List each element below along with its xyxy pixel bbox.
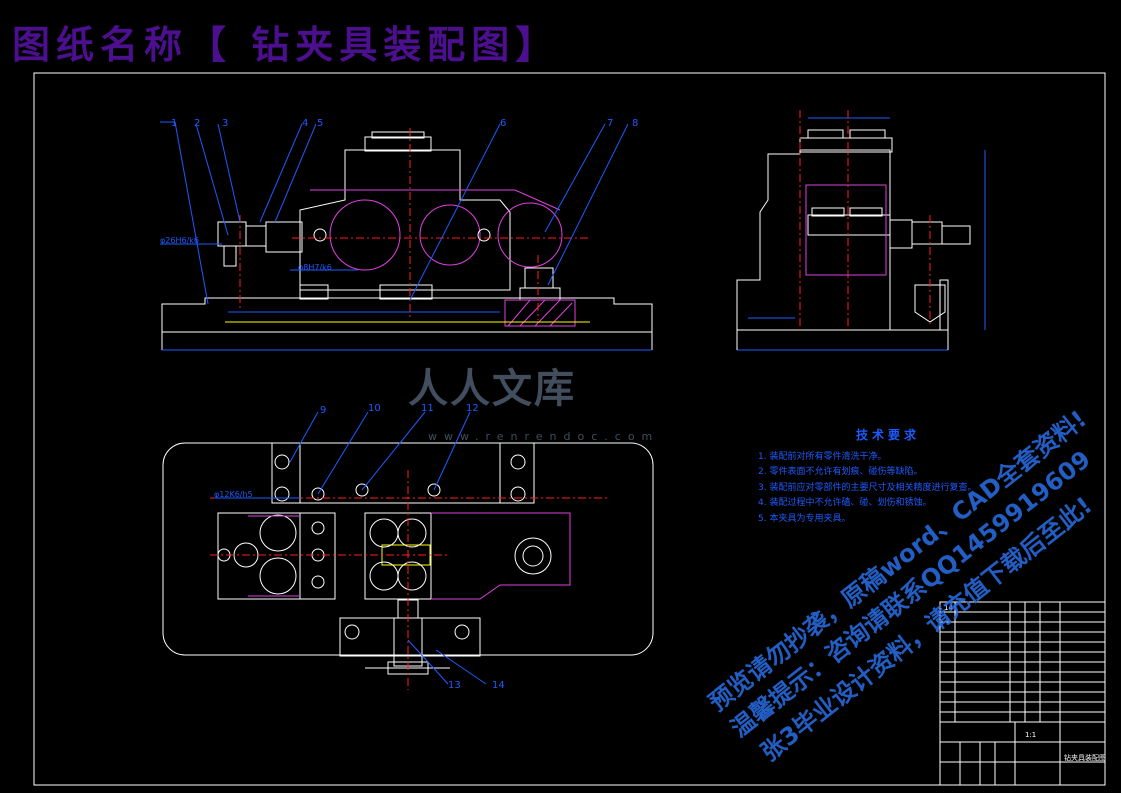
- title-block-sheet-index: 14: [944, 604, 953, 612]
- fit-label-f1: φ26H6/k6: [160, 236, 199, 245]
- part-number-14: 14: [492, 680, 505, 691]
- watermark-url: www.renrendoc.com: [428, 430, 660, 443]
- tech-requirement-item: 5. 本夹具为专用夹具。: [758, 513, 851, 524]
- part-number-12: 12: [466, 403, 479, 414]
- part-number-7: 7: [607, 118, 613, 129]
- title-block: [939, 601, 1106, 786]
- part-number-3: 3: [222, 118, 228, 129]
- tech-requirement-item: 1. 装配前对所有零件清洗干净。: [758, 451, 887, 462]
- part-number-13: 13: [448, 680, 461, 691]
- part-number-8: 8: [632, 118, 638, 129]
- top-view: [162, 442, 654, 690]
- fit-label-f2: φ8H7/k6: [298, 263, 332, 272]
- sheet-border: [33, 72, 1106, 786]
- part-number-11: 11: [421, 403, 434, 414]
- part-number-5: 5: [317, 118, 323, 129]
- side-view: [736, 110, 986, 351]
- part-number-4: 4: [302, 118, 308, 129]
- part-number-2: 2: [194, 118, 200, 129]
- title-block-drawing-name: 钻夹具装配图: [1064, 753, 1106, 762]
- title-block-scale: 1:1: [1025, 731, 1036, 739]
- front-view-leaders: [160, 121, 629, 305]
- drawing-title: 图纸名称【 钻夹具装配图】: [12, 23, 560, 67]
- tech-requirement-item: 2. 零件表面不允许有划痕、碰伤等缺陷。: [758, 467, 923, 478]
- top-view-leaders: [214, 411, 487, 685]
- part-number-1: 1: [171, 118, 177, 129]
- part-number-9: 9: [320, 405, 326, 416]
- front-view: [161, 128, 653, 351]
- watermark-logo: 人人文库: [408, 365, 576, 412]
- tech-requirement-item: 3. 装配前应对零部件的主要尺寸及相关精度进行复查。: [758, 482, 977, 493]
- title-block-text: 14 1:1 钻夹具装配图: [944, 604, 1106, 762]
- tech-requirement-item: 4. 装配过程中不允许磕、碰、划伤和锈蚀。: [758, 498, 932, 509]
- fit-label-f3: φ12K6/h5: [214, 490, 253, 499]
- tech-requirements-heading: 技术要求: [855, 428, 920, 442]
- part-number-6: 6: [500, 118, 506, 129]
- fit-labels: φ26H6/k6 φ8H7/k6 φ12K6/h5: [160, 236, 332, 499]
- tech-requirements: 技术要求 1. 装配前对所有零件清洗干净。 2. 零件表面不允许有划痕、碰伤等缺…: [758, 428, 1018, 528]
- part-number-labels: 1 2 3 4 5 6 7 8 9 10 11 12 13 14: [171, 118, 638, 691]
- part-number-10: 10: [368, 403, 381, 414]
